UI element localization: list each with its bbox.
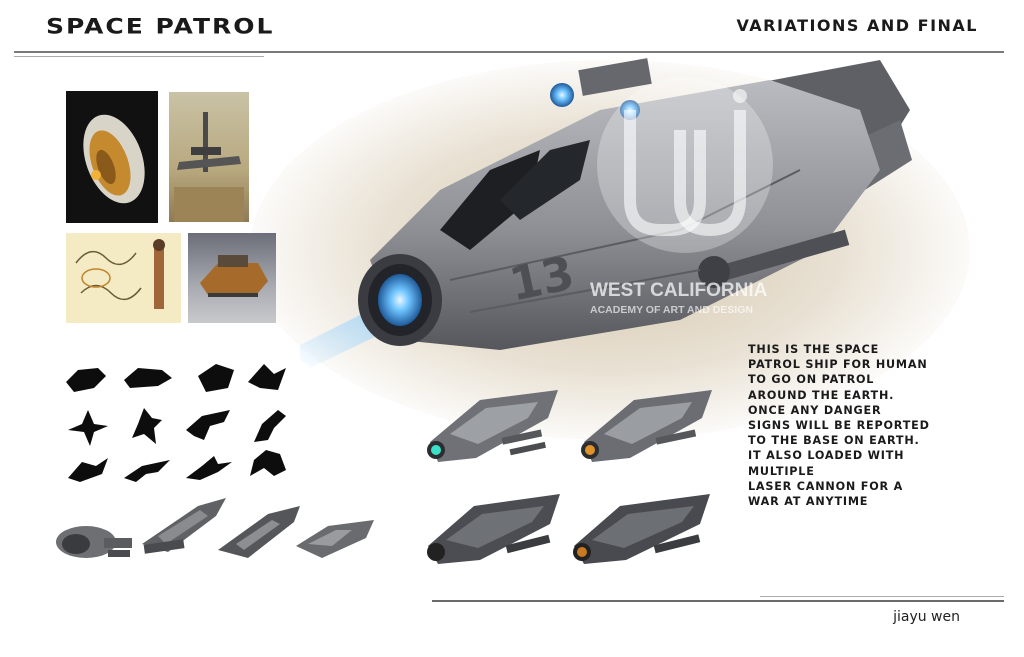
header-rule — [14, 51, 1004, 53]
silhouette-study — [250, 450, 286, 476]
silhouette-study — [124, 368, 172, 388]
ship-variation-dark-orange — [573, 494, 710, 564]
concept-thumbnail-sketch — [66, 233, 181, 323]
footer-rule-accent — [760, 596, 1004, 597]
description-line: SIGNS WILL BE REPORTED — [748, 419, 930, 433]
description-line: IT ALSO LOADED WITH — [748, 449, 905, 463]
ship-variation-teal — [427, 390, 558, 462]
watermark-subtitle: ACADEMY OF ART AND DESIGN — [590, 304, 753, 316]
author-name: jiayu wen — [893, 609, 960, 625]
watermark-logo — [597, 77, 773, 253]
hull-number-13: 13 — [505, 246, 579, 312]
silhouette-study — [124, 460, 170, 482]
silhouette-study — [198, 364, 234, 392]
ship-variation-dark-1 — [427, 494, 560, 564]
ship-variation-gray-3 — [218, 506, 300, 558]
description-line: MULTIPLE — [748, 464, 815, 478]
silhouette-study — [186, 456, 232, 480]
silhouette-study — [132, 408, 162, 444]
description-line: THIS IS THE SPACE — [748, 343, 880, 356]
ship-variation-gray-4 — [296, 520, 374, 558]
description-block: THIS IS THE SPACE PATROL SHIP FOR HUMAN … — [748, 342, 968, 509]
concept-thumbnail-hover-ship — [188, 233, 276, 323]
ship-variation-gray-1 — [56, 526, 132, 558]
watermark-name: WEST CALIFORNIA — [590, 280, 768, 301]
header-rule-accent — [14, 56, 264, 57]
ship-variation-orange — [581, 390, 712, 462]
footer-rule — [432, 600, 1004, 602]
concept-thumbnail-helmet — [66, 91, 158, 223]
description-line: TO THE BASE ON EARTH. — [748, 434, 920, 448]
description-line: WAR AT ANYTIME — [748, 495, 869, 509]
page-subtitle: VARIATIONS AND FINAL — [736, 16, 978, 35]
description-line: AROUND THE EARTH. — [748, 388, 895, 402]
main-patrol-ship: 13 — [300, 58, 912, 368]
silhouette-study — [248, 364, 286, 390]
concept-thumbnail-desert-tower — [169, 92, 249, 222]
silhouette-study — [68, 410, 108, 446]
ship-variation-gray-2 — [142, 498, 226, 554]
silhouette-study — [186, 410, 230, 440]
silhouette-study — [68, 458, 108, 482]
description-line: PATROL SHIP FOR HUMAN — [748, 358, 928, 372]
description-line: TO GO ON PATROL — [748, 373, 875, 387]
page-title: SPACE PATROL — [46, 14, 275, 39]
silhouette-study — [254, 410, 286, 442]
silhouette-study — [66, 368, 106, 392]
description-line: LASER CANNON FOR A — [748, 479, 904, 493]
description-line: ONCE ANY DANGER — [748, 403, 882, 417]
